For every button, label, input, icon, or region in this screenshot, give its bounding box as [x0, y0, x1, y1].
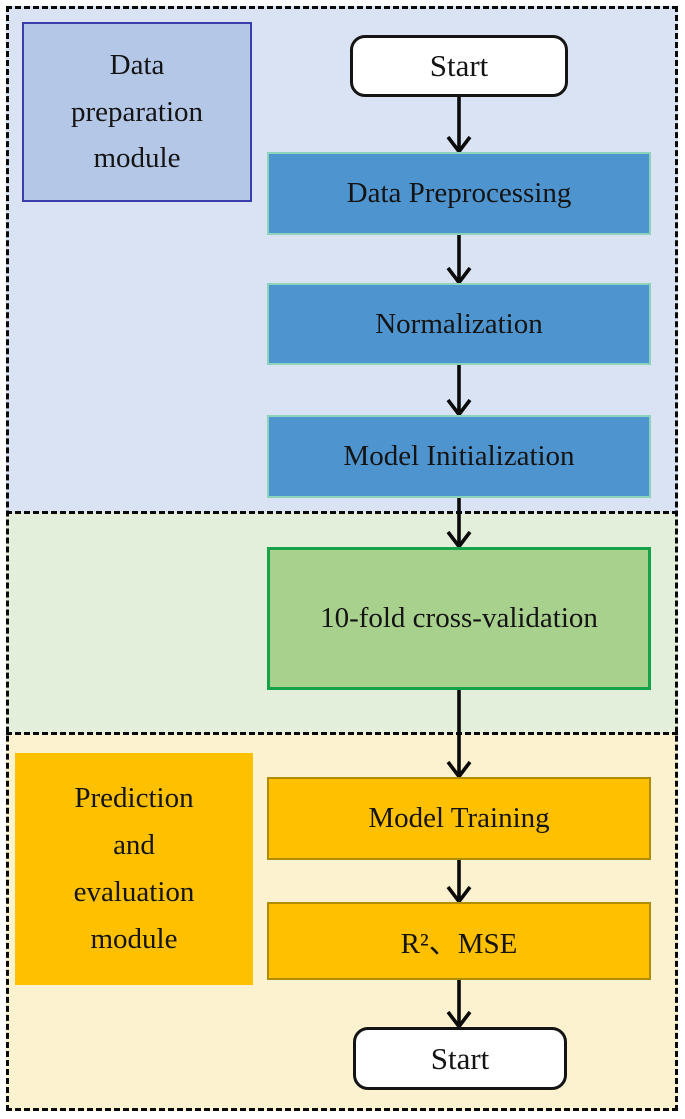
- module-label-text: Prediction and evaluation module: [73, 782, 195, 955]
- node-label: Start: [429, 48, 489, 83]
- node-label: Normalization: [375, 307, 543, 340]
- module-label-prediction-evaluation: Prediction and evaluation module: [15, 753, 253, 985]
- node-start-top: Start: [350, 35, 568, 97]
- node-ten-fold-cross-validation: 10-fold cross-validation: [267, 547, 651, 690]
- node-label: R²、MSE: [400, 928, 518, 960]
- module-label-data-preparation: Data preparation module: [22, 22, 252, 202]
- section-divider: [6, 511, 678, 514]
- node-normalization: Normalization: [267, 283, 651, 365]
- node-label: Data Preprocessing: [346, 177, 572, 209]
- node-data-preprocessing: Data Preprocessing: [267, 152, 651, 235]
- section-divider: [6, 732, 678, 735]
- node-label: 10-fold cross-validation: [320, 601, 598, 634]
- node-label: Start: [430, 1040, 490, 1076]
- node-model-training: Model Training: [267, 777, 651, 860]
- node-r2-mse: R²、MSE: [267, 902, 651, 980]
- node-model-initialization: Model Initialization: [267, 415, 651, 498]
- node-start-bottom: Start: [353, 1027, 567, 1090]
- node-label: Model Training: [368, 802, 550, 834]
- module-label-text: Data preparation module: [70, 48, 204, 175]
- node-label: Model Initialization: [343, 440, 575, 472]
